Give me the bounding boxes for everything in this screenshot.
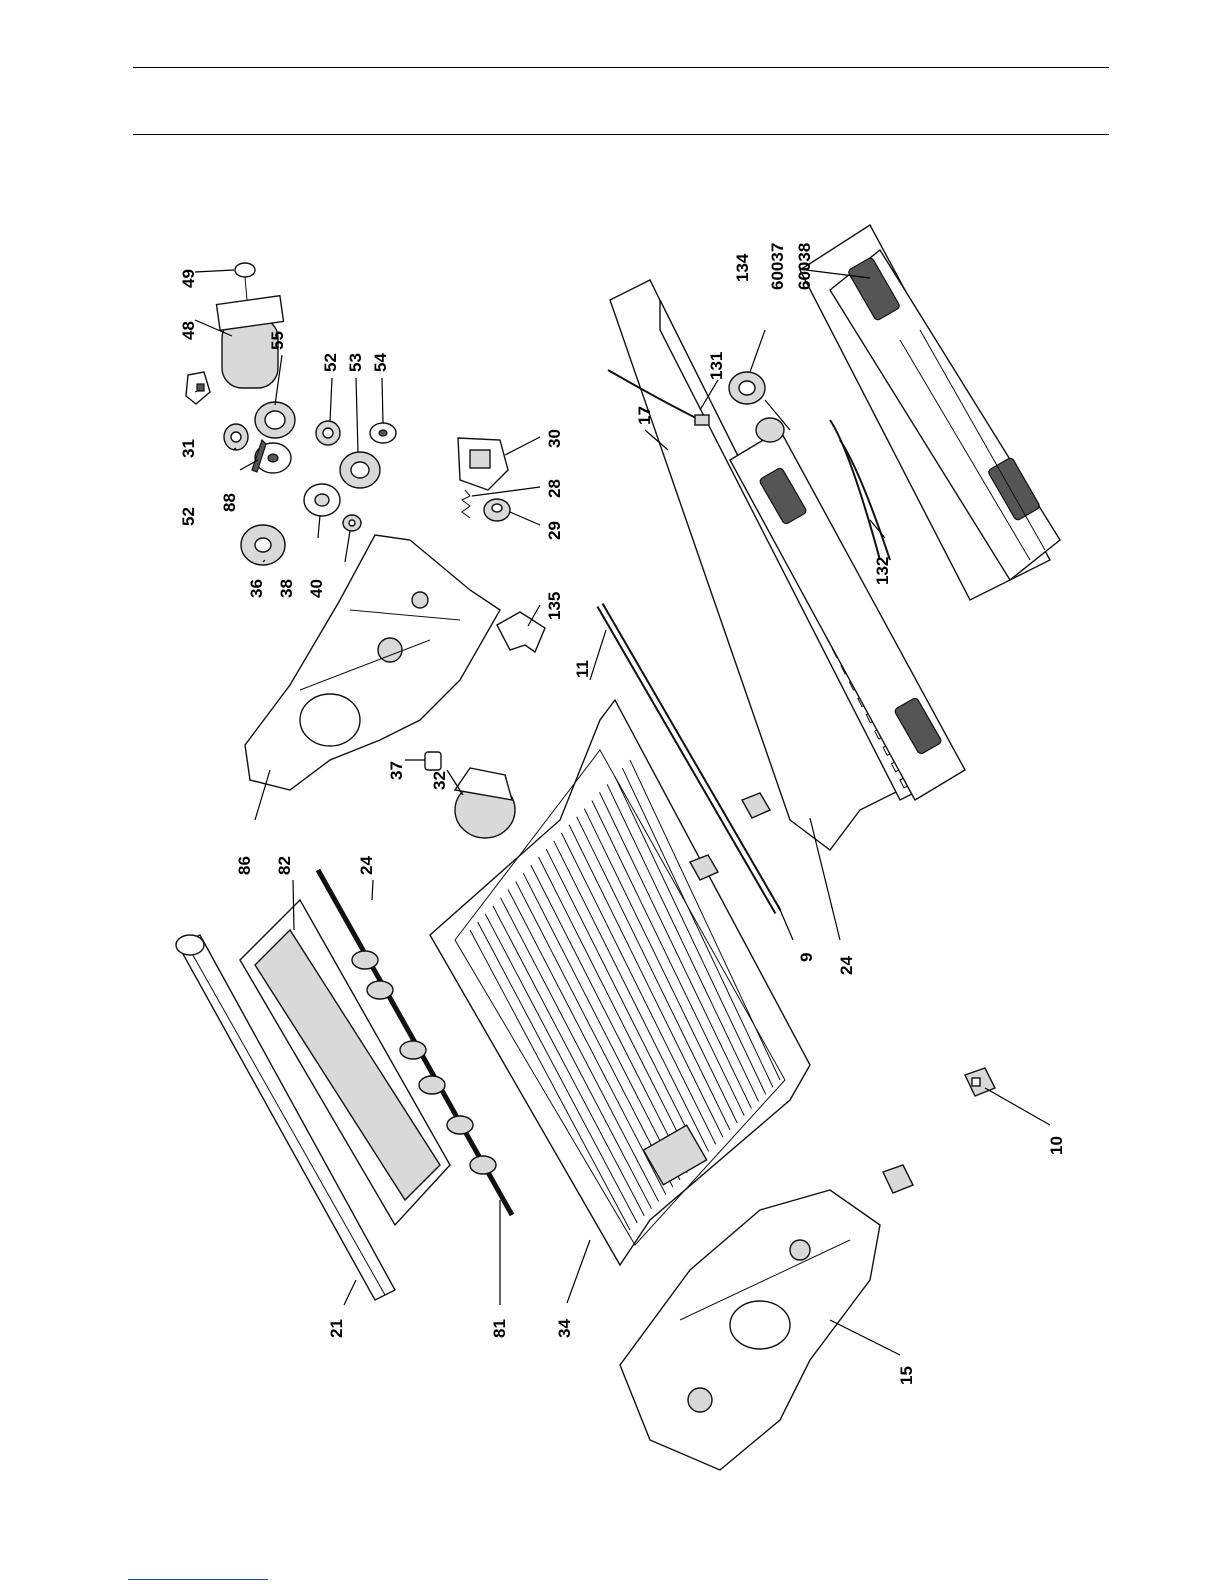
spring-28 xyxy=(462,490,470,518)
cap-29 xyxy=(484,499,510,521)
gear-134 xyxy=(729,372,765,404)
callout-36: 36 xyxy=(247,579,266,598)
callout-49: 49 xyxy=(179,269,198,288)
side-frame-15 xyxy=(620,1190,880,1470)
callout-34: 34 xyxy=(555,1319,574,1338)
bracket-31 xyxy=(186,372,210,404)
side-frame-86 xyxy=(245,535,500,790)
clip-135 xyxy=(497,612,545,652)
callout-24-left: 24 xyxy=(357,856,376,875)
gear-55 xyxy=(255,402,295,438)
callout-81: 81 xyxy=(490,1319,509,1338)
callout-37: 37 xyxy=(387,761,406,780)
gear-52-upper xyxy=(316,421,340,445)
callout-135: 135 xyxy=(545,592,564,620)
callout-52-upper: 52 xyxy=(321,353,340,372)
callout-134: 134 xyxy=(733,253,752,282)
callout-32: 32 xyxy=(430,771,449,790)
clip-37 xyxy=(425,752,441,770)
callout-60038: 60038 xyxy=(795,243,814,290)
callout-17: 17 xyxy=(635,406,654,425)
paper-guide-82 xyxy=(240,900,450,1225)
motor-48 xyxy=(217,263,284,388)
callout-88: 88 xyxy=(220,493,239,512)
sensor-30 xyxy=(458,438,508,490)
callout-24-right: 24 xyxy=(837,956,856,975)
gear-52-left xyxy=(224,424,248,450)
gear-53 xyxy=(340,452,380,488)
callout-132: 132 xyxy=(873,557,892,585)
callout-86: 86 xyxy=(235,856,254,875)
motor-32 xyxy=(455,768,515,838)
gear-36 xyxy=(241,525,285,565)
callout-40: 40 xyxy=(307,579,326,598)
callout-55: 55 xyxy=(268,331,287,350)
callout-38: 38 xyxy=(277,579,296,598)
callout-52-left: 52 xyxy=(179,507,198,526)
callout-31: 31 xyxy=(179,439,198,458)
callout-30: 30 xyxy=(545,429,564,448)
gear-88 xyxy=(252,440,291,473)
callout-28: 28 xyxy=(545,479,564,498)
gear-38 xyxy=(304,484,340,516)
callout-53: 53 xyxy=(346,353,365,372)
pad-middle xyxy=(742,793,770,818)
footer-link-underline[interactable] xyxy=(128,1578,268,1580)
pad-lower xyxy=(883,1165,913,1193)
callout-9: 9 xyxy=(797,953,816,962)
callout-54: 54 xyxy=(371,353,390,372)
callout-10: 10 xyxy=(1047,1136,1066,1155)
callout-48: 48 xyxy=(179,321,198,340)
callout-15: 15 xyxy=(897,1366,916,1385)
part-54 xyxy=(370,423,396,443)
callout-21: 21 xyxy=(327,1319,346,1338)
callout-131: 131 xyxy=(707,352,726,380)
callout-82: 82 xyxy=(275,856,294,875)
callout-29: 29 xyxy=(545,521,564,540)
washer-40 xyxy=(343,515,361,531)
callout-11: 11 xyxy=(573,660,592,678)
callout-60037: 60037 xyxy=(768,243,787,290)
